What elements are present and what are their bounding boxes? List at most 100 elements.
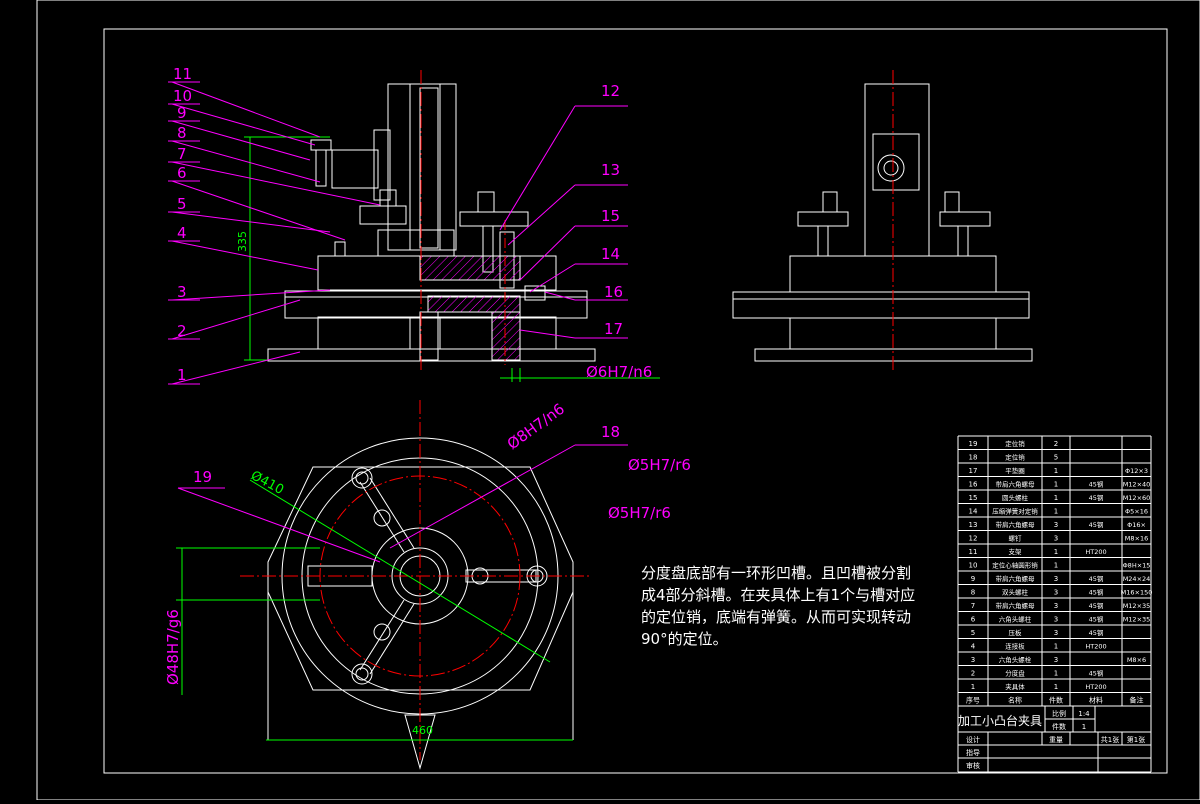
bom-remark: Φ16× xyxy=(1127,521,1146,529)
bom-material: 45钢 xyxy=(1089,670,1104,678)
front-view xyxy=(267,83,596,362)
leader-line xyxy=(171,289,331,301)
bom-name: 定位心轴圆形销 xyxy=(992,561,1038,570)
bom-qty: 3 xyxy=(1054,589,1058,597)
balloon-2: 2 xyxy=(177,322,187,340)
balloon-16: 16 xyxy=(604,283,623,301)
bom-name: 定位销 xyxy=(1005,453,1025,462)
bom-no: 9 xyxy=(971,575,975,583)
bom-no: 12 xyxy=(969,535,978,543)
side-view xyxy=(732,83,1033,362)
bom-qty: 3 xyxy=(1054,521,1058,529)
bom-no: 11 xyxy=(969,548,978,556)
sheets-total: 共1张 xyxy=(1101,735,1119,744)
bom-name: 支架 xyxy=(1009,547,1023,556)
bom-remark: M8×16 xyxy=(1125,535,1148,543)
leader-line xyxy=(519,329,576,339)
bom-header-name: 名称 xyxy=(1008,696,1022,705)
bom-name: 夹具体 xyxy=(1005,682,1025,691)
bom-remark: M8×6 xyxy=(1127,656,1146,664)
fit-5h7-a: Ø5H7/r6 xyxy=(628,456,691,474)
bom-qty: 1 xyxy=(1054,670,1058,678)
leader-line xyxy=(519,225,576,281)
bom-no: 6 xyxy=(971,616,976,624)
leader-line xyxy=(171,103,316,146)
bom-name: 六角头螺栓 xyxy=(999,655,1032,664)
bom-name: 定位销 xyxy=(1005,439,1025,448)
bom-name: 压缩弹簧对定销 xyxy=(992,507,1038,516)
leader-line xyxy=(171,81,321,138)
count-label: 件数 xyxy=(1052,722,1066,731)
bom-no: 19 xyxy=(969,440,978,448)
drawing-title: 加工小凸台夹具 xyxy=(958,713,1042,728)
bom-qty: 1 xyxy=(1054,508,1058,516)
bom-no: 8 xyxy=(971,589,975,597)
dimension-labels: 335 Ø410 460 xyxy=(236,231,433,737)
bom-no: 3 xyxy=(971,656,975,664)
bom-material: HT200 xyxy=(1085,683,1106,691)
leader-line xyxy=(499,105,576,231)
check-label: 审核 xyxy=(966,761,980,770)
note-line-2: 成4部分斜槽。在夹具体上有1个与槽对应 xyxy=(641,586,916,604)
bom-material: 45钢 xyxy=(1089,521,1104,529)
bom-qty: 1 xyxy=(1054,467,1058,475)
balloon-13: 13 xyxy=(601,161,620,179)
leader-line xyxy=(544,291,576,301)
balloon-8: 8 xyxy=(177,124,187,142)
balloon-10: 10 xyxy=(173,87,192,105)
fit-labels: Ø6H7/n6 Ø8H7/n6 Ø5H7/r6 Ø5H7/r6 Ø48H7/g6 xyxy=(164,363,691,685)
bom-header-material: 材料 xyxy=(1089,696,1103,705)
leader-line xyxy=(171,120,311,161)
bom-qty: 3 xyxy=(1054,575,1058,583)
leader-line xyxy=(389,444,576,549)
balloon-9: 9 xyxy=(177,104,187,122)
bom-no: 13 xyxy=(969,521,978,529)
bom-qty: 1 xyxy=(1054,562,1058,570)
balloon-12: 12 xyxy=(601,82,620,100)
bom-remark: M12×35 xyxy=(1123,616,1151,624)
bom-material: 45钢 xyxy=(1089,481,1104,489)
fit-5h7-b: Ø5H7/r6 xyxy=(608,504,671,522)
fit-8h7: Ø8H7/n6 xyxy=(504,400,568,454)
bom-no: 14 xyxy=(969,508,978,516)
bom-material: HT200 xyxy=(1085,643,1106,651)
bom-no: 7 xyxy=(971,602,975,610)
bom-name: 双头螺柱 xyxy=(1002,588,1029,597)
bom-qty: 3 xyxy=(1054,535,1058,543)
bom-material: 45钢 xyxy=(1089,629,1104,637)
bom-remark: M12×60 xyxy=(1123,494,1151,502)
note-line-3: 的定位销，底端有弹簧。从而可实现转动 xyxy=(641,608,912,626)
bom-qty: 1 xyxy=(1054,481,1058,489)
balloon-11: 11 xyxy=(173,65,192,83)
inner-frame xyxy=(103,28,1168,774)
balloon-7: 7 xyxy=(177,145,187,163)
bom-material: 45钢 xyxy=(1089,575,1104,583)
fit-48h7: Ø48H7/g6 xyxy=(164,609,182,685)
bom-material: 45钢 xyxy=(1089,602,1104,610)
bom-qty: 3 xyxy=(1054,629,1058,637)
bom-remark: Φ8H×15 xyxy=(1123,562,1151,570)
bom-remark: M24×24 xyxy=(1123,575,1151,583)
bom-qty: 1 xyxy=(1054,643,1058,651)
bom-no: 1 xyxy=(971,683,975,691)
bom-remark: M16×150 xyxy=(1121,589,1153,597)
dim-460: 460 xyxy=(412,724,433,737)
bom-material: 45钢 xyxy=(1089,589,1104,597)
dim-335: 335 xyxy=(236,231,249,252)
leader-line xyxy=(529,263,576,293)
bom-header-qty: 件数 xyxy=(1049,696,1063,705)
bom-name: 六角头螺柱 xyxy=(999,615,1032,624)
bom-name: 圆头螺柱 xyxy=(1002,493,1029,502)
balloon-15: 15 xyxy=(601,207,620,225)
count-value: 1 xyxy=(1082,723,1086,731)
note-line-4: 90°的定位。 xyxy=(641,630,728,648)
leader-line xyxy=(177,487,381,563)
note-line-1: 分度盘底部有一环形凹槽。且凹槽被分割 xyxy=(641,564,912,582)
bom-name: 分度盘 xyxy=(1005,669,1025,678)
bom-material: HT200 xyxy=(1085,548,1106,556)
bom-remark: Φ12×3 xyxy=(1125,467,1148,475)
bom-qty: 1 xyxy=(1054,548,1058,556)
balloon-18: 18 xyxy=(601,423,620,441)
bom-no: 10 xyxy=(969,562,978,570)
